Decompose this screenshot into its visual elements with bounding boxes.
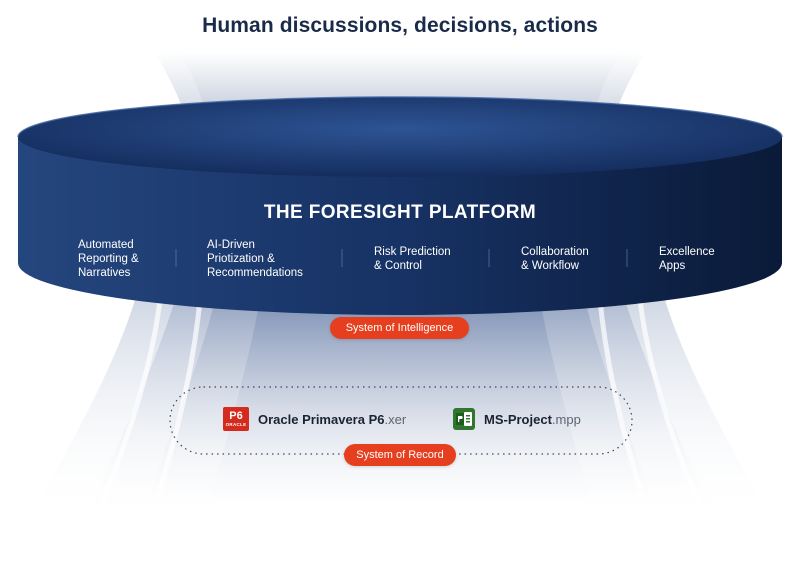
system-of-record-badge: System of Record	[344, 444, 456, 466]
source-name: MS-Project	[484, 411, 552, 427]
oracle-logo-text: ORACLE	[225, 421, 247, 427]
capability-excellence-apps: Excellence Apps	[659, 246, 715, 272]
lower-beams	[30, 299, 770, 521]
platform-title: THE FORESIGHT PLATFORM	[263, 202, 537, 223]
system-of-intelligence-badge: System of Intelligence	[330, 317, 469, 339]
p6-logo-text: P6	[229, 409, 243, 422]
capability-ai-prioritization: AI-Driven Priotization & Recommendations	[207, 239, 303, 279]
source-extension: .mpp	[551, 411, 581, 427]
source-extension: .xer	[384, 411, 407, 427]
oracle-p6-icon: P6 ORACLE	[223, 407, 249, 431]
ms-project-icon	[453, 408, 475, 430]
capability-risk-prediction: Risk Prediction & Control	[374, 246, 451, 272]
source-name: Oracle Primavera P6	[258, 411, 385, 427]
source-oracle-p6: P6 ORACLE Oracle Primavera P6.xer	[223, 406, 406, 432]
capability-automated-reporting: Automated Reporting & Narratives	[78, 239, 139, 279]
platform-band	[17, 96, 783, 315]
capability-collaboration: Collaboration & Workflow	[521, 246, 589, 272]
capability-dividers	[175, 249, 628, 267]
source-ms-project: MS-Project.mpp	[453, 406, 581, 432]
top-title: Human discussions, decisions, actions	[202, 14, 598, 37]
